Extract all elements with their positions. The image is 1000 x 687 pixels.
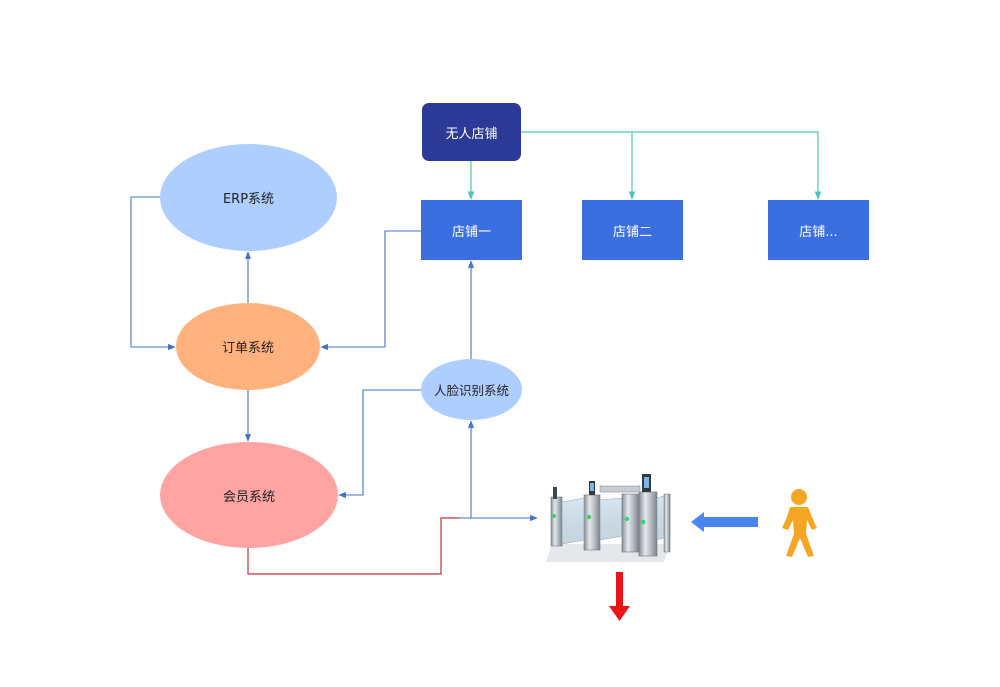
face-recognition-node: 人脸识别系统 <box>421 359 522 420</box>
erp-system-label: ERP系统 <box>222 192 275 207</box>
store-3-label: 店铺... <box>799 224 838 240</box>
store-root-node: 无人店铺 <box>422 103 521 161</box>
connector-root-store2 <box>521 131 636 200</box>
erp-system-node: ERP系统 <box>160 144 337 251</box>
store-2-label: 店铺二 <box>612 224 652 240</box>
order-system-node: 订单系统 <box>176 303 320 390</box>
connector-member-gate <box>247 517 460 575</box>
order-system-label: 订单系统 <box>221 341 274 356</box>
connector-erp-order <box>130 196 176 351</box>
store-1-label: 店铺一 <box>451 224 491 240</box>
person-icon <box>782 489 817 557</box>
store-root-label: 无人店铺 <box>445 126 498 142</box>
face-recognition-label: 人脸识别系统 <box>433 383 509 398</box>
exit-arrow-icon <box>609 572 630 621</box>
store-2-node: 店铺二 <box>582 200 683 260</box>
connector-root-store3 <box>632 131 822 200</box>
connector-face-member <box>338 389 421 499</box>
store-1-node: 店铺一 <box>421 200 522 260</box>
store-3-node: 店铺... <box>768 200 869 260</box>
member-system-node: 会员系统 <box>160 442 338 548</box>
entry-arrow-icon <box>691 512 758 532</box>
member-system-label: 会员系统 <box>222 489 275 505</box>
turnstile-gate-icon <box>546 474 671 562</box>
connector-store1-order <box>320 230 421 351</box>
store-tree-connectors <box>467 131 822 200</box>
